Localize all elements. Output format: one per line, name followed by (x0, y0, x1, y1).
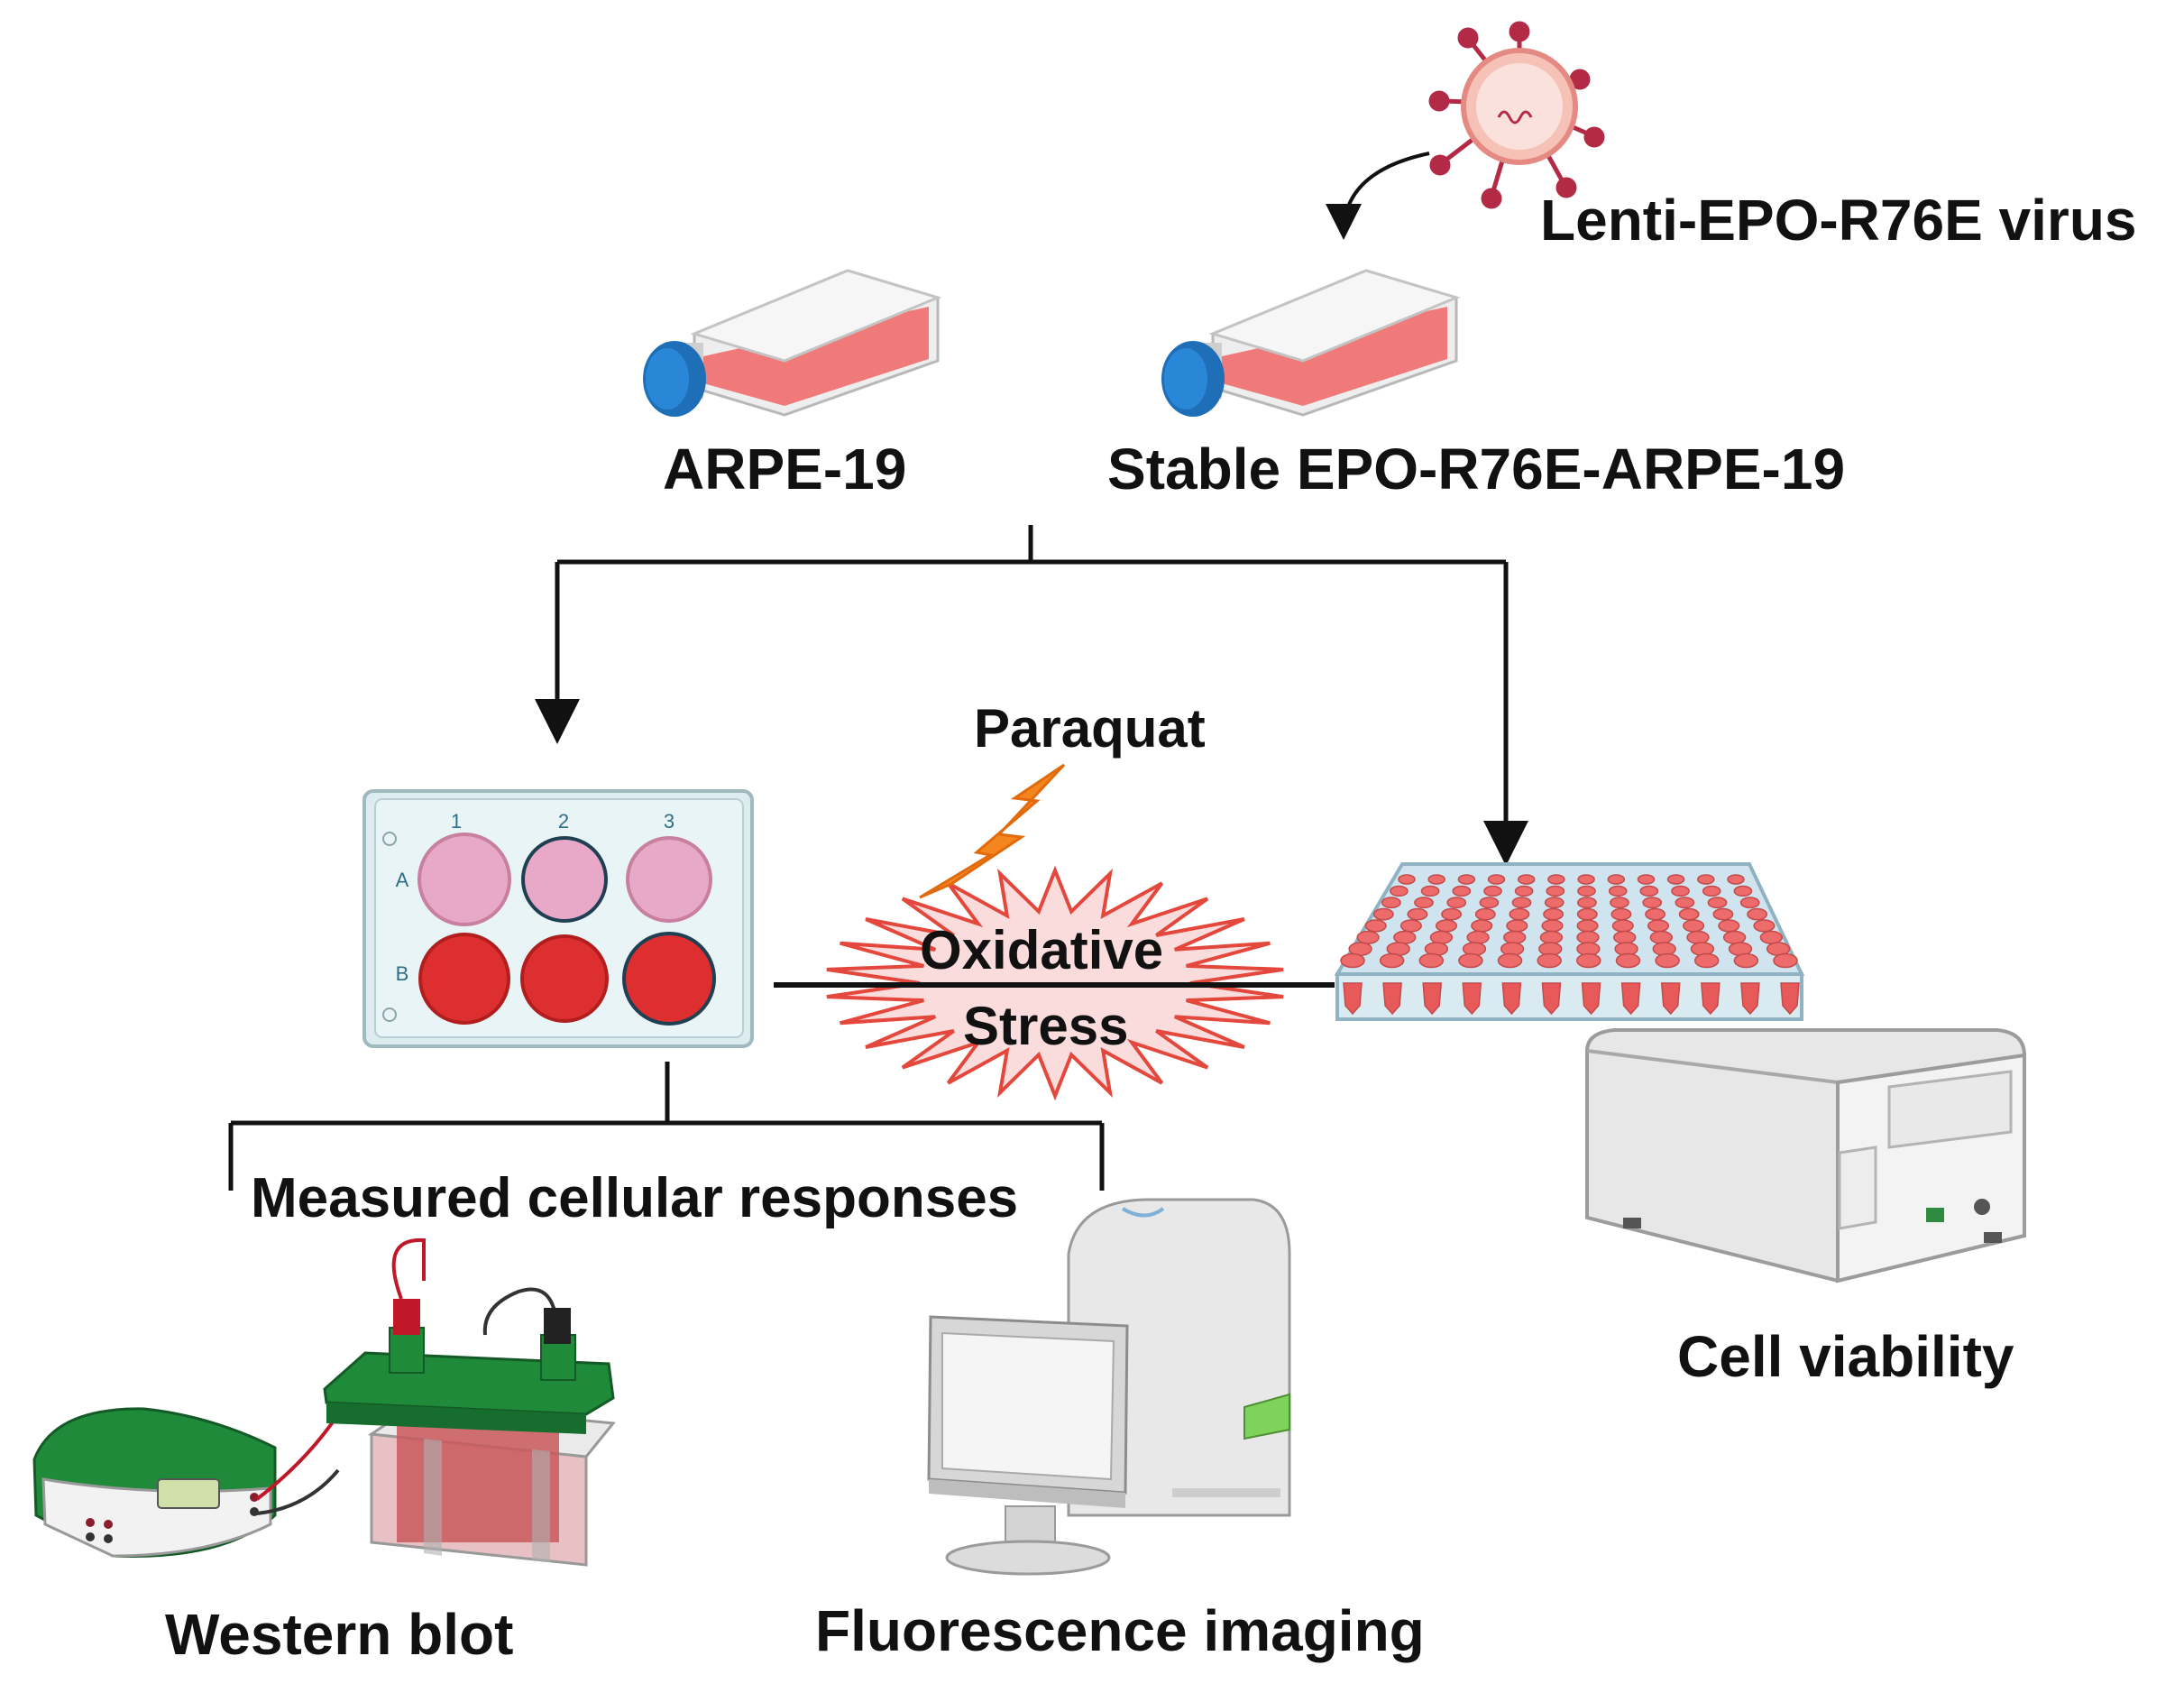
well-row-b: B (396, 962, 409, 985)
oxidative-label: Oxidative (920, 920, 1164, 980)
well-grid (1340, 874, 1798, 969)
well-column-3: 3 (664, 810, 674, 833)
paraquat-label: Paraquat (974, 698, 1206, 759)
lightning-bolt-icon (919, 763, 1066, 899)
stable-line-flask-icon (1161, 269, 1461, 417)
ninety-six-well-plate (1334, 862, 1805, 1021)
fluorescence-imaging-label: Fluorescence imaging (815, 1598, 1425, 1663)
well-b2 (520, 934, 609, 1023)
stable-line-label: Stable EPO-R76E-ARPE-19 (1107, 437, 1846, 501)
plate-reader-icon (1585, 1028, 2026, 1283)
well-a1 (418, 833, 511, 926)
measured-responses-label: Measured cellular responses (251, 1167, 1019, 1229)
responses-bracket (228, 1062, 1105, 1191)
fluorescence-imager-icon (927, 1198, 1291, 1576)
well-row-a: A (396, 869, 409, 891)
arpe19-label: ARPE-19 (663, 437, 907, 501)
virus-infection-arrow (1326, 152, 1430, 240)
western-blot-label: Western blot (165, 1602, 514, 1667)
stress-label: Stress (963, 996, 1129, 1056)
well-b3 (622, 932, 716, 1026)
virus-label: Lenti-EPO-R76E virus (1540, 188, 2137, 253)
well-column-2: 2 (558, 810, 569, 833)
western-blot-apparatus-icon (32, 1237, 616, 1567)
cell-viability-label: Cell viability (1677, 1324, 2014, 1389)
well-a2 (521, 836, 608, 923)
well-column-1: 1 (451, 810, 462, 833)
well-b1 (418, 933, 510, 1025)
six-well-plate: 1 2 3 A B (362, 789, 754, 1048)
split-connector (535, 525, 1528, 866)
well-bottoms (1343, 982, 1800, 1016)
lentivirus-icon (1428, 21, 1605, 209)
arpe19-flask-icon (643, 269, 942, 417)
well-a3 (626, 836, 712, 923)
